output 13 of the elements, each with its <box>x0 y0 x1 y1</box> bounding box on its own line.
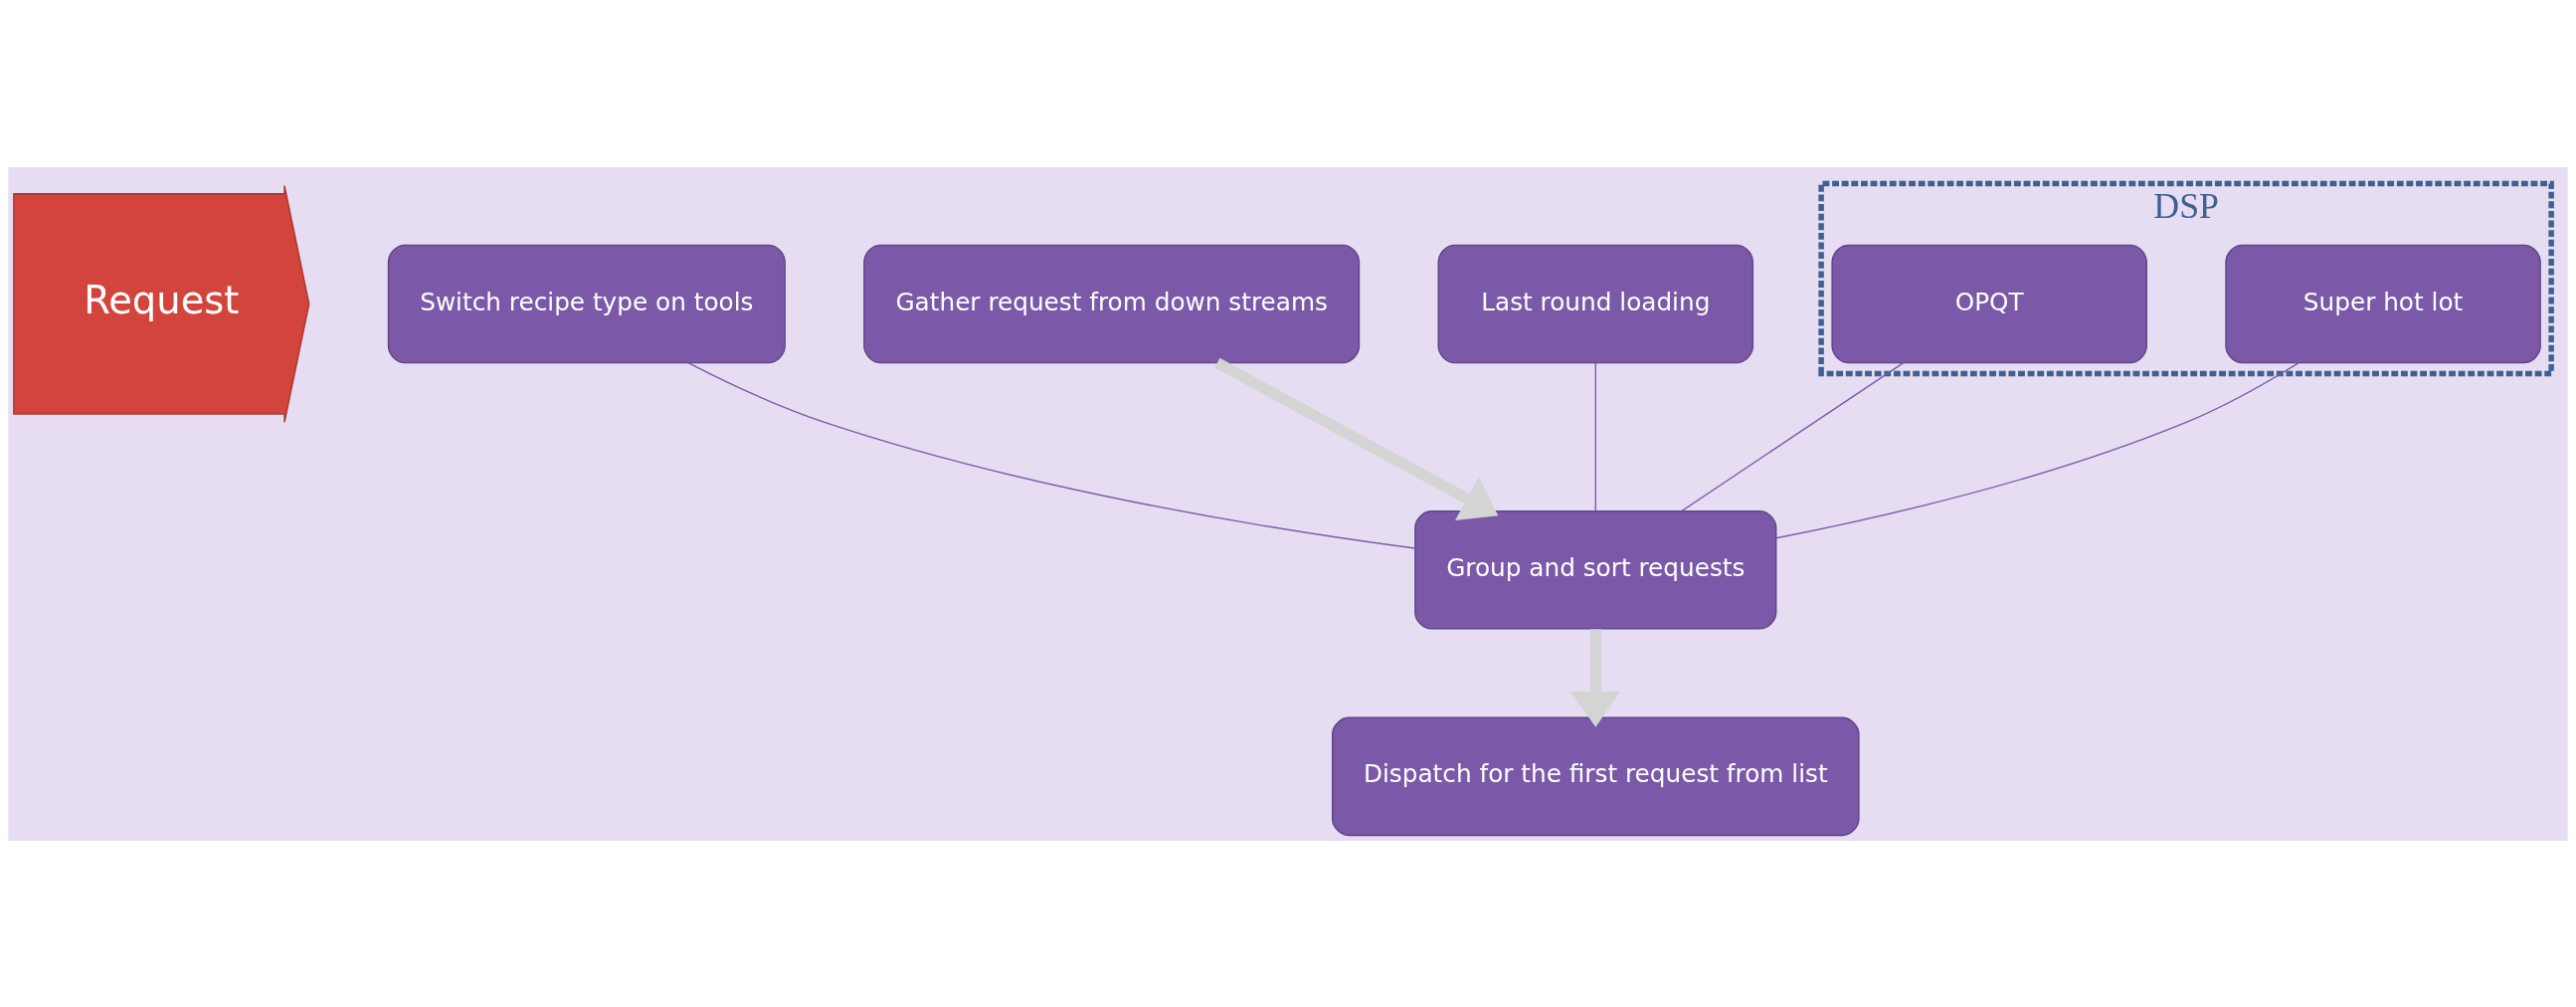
connector <box>1681 361 1905 511</box>
connector <box>687 361 1416 549</box>
node-box: Gather request from down streams <box>863 244 1361 363</box>
node-box: Dispatch for the first request from list <box>1332 716 1860 836</box>
node-box: Last round loading <box>1437 244 1754 363</box>
node-box: Group and sort requests <box>1414 509 1777 630</box>
connector <box>1775 361 2300 538</box>
arrow <box>1214 357 1499 520</box>
arrow <box>1570 628 1621 727</box>
node-box: Super hot lot <box>2225 244 2541 363</box>
node-box: OPQT <box>1831 244 2147 363</box>
connector <box>1594 361 1596 511</box>
node-box: Switch recipe type on tools <box>387 244 786 363</box>
